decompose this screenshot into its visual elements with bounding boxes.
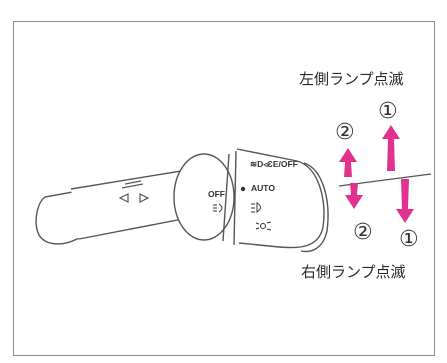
arrow-2-up: [339, 148, 357, 177]
marker-two-top: ②: [335, 120, 355, 145]
headlamp-icon: [251, 202, 261, 213]
diagram-frame: ≋D◃ƐE/OFF OFF AUTO 左: [13, 21, 435, 356]
ring-divider: [222, 153, 230, 242]
lever-end-cap: [300, 162, 329, 253]
fog-lamp-icon: [213, 203, 223, 213]
arrow-1-up: [382, 125, 400, 171]
auto-label: AUTO: [251, 183, 275, 193]
lever-head: [236, 148, 325, 249]
left-lamp-label: 左側ランプ点滅: [299, 70, 404, 88]
fog-off-label: ≋D◃ƐE/OFF: [250, 159, 298, 169]
movement-arrows: [339, 125, 414, 223]
marker-one-bottom: ①: [399, 227, 419, 252]
right-lamp-label: 右側ランプ点滅: [301, 263, 406, 281]
lever-diagram: ≋D◃ƐE/OFF OFF AUTO 左: [35, 70, 432, 281]
beam-icon: [255, 221, 272, 231]
combination-switch-lever: [35, 148, 329, 253]
switch-markings: ≋D◃ƐE/OFF OFF AUTO: [208, 159, 298, 231]
marker-two-bottom: ②: [353, 220, 373, 245]
switch-marker-dot-icon: [240, 186, 246, 192]
marker-one-top: ①: [378, 99, 398, 124]
arrow-1-down: [396, 179, 414, 223]
turn-signal-arrows-icon: [118, 180, 150, 203]
light-ring: [173, 153, 235, 241]
arrow-2-down: [345, 183, 363, 209]
head-divider: [233, 150, 237, 246]
off-label: OFF: [208, 189, 225, 199]
